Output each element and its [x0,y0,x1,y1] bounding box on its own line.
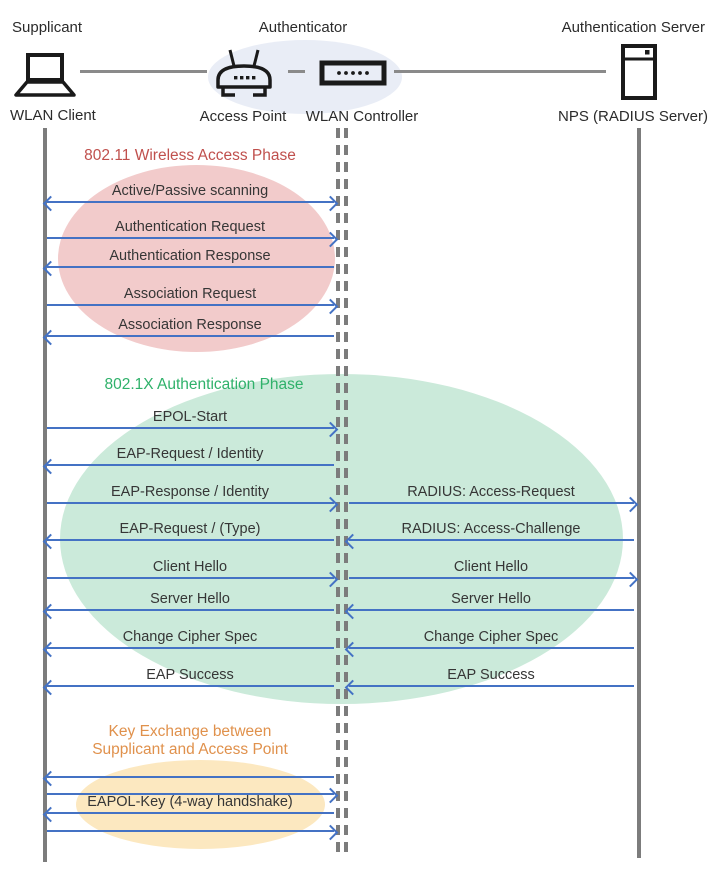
message-label: Client Hello [152,559,228,575]
message-arrow-left [42,679,334,695]
message-label: EAP Success [447,667,535,683]
message-arrow-left [344,603,634,619]
message-label: Change Cipher Spec [122,629,258,645]
message-arrow-right [349,571,639,587]
laptop-icon [14,53,76,97]
message-label: Authentication Response [109,248,271,264]
message-arrow-left [42,533,334,549]
role-label-authenticator: Authenticator [258,19,348,36]
message-arrow-left [344,679,634,695]
message-label: Association Request [123,286,257,302]
message-label: EAP Success [146,667,234,683]
message-label: Client Hello [453,559,529,575]
arrowhead-right-icon [622,571,639,587]
supplicant-lifeline [43,128,47,862]
message-label: Server Hello [451,591,531,607]
key-exchange-phase-ellipse [76,760,325,849]
message-arrow-both [42,195,339,211]
message-label: RADIUS: Access-Challenge [401,521,581,537]
message-label: Authentication Request [115,219,265,235]
message-arrow-right [349,496,639,512]
message-label: EAP-Request / (Type) [119,521,261,537]
message-arrow-right [47,824,339,840]
message-label: Change Cipher Spec [423,629,559,645]
message-arrow-right [47,298,339,314]
wireless-access-phase-ellipse [58,165,335,352]
phase-title-dot1x-authentication: 802.1X Authentication Phase [104,376,304,393]
message-label: EAP-Response / Identity [111,484,269,500]
message-arrow-right [47,231,339,247]
device-label-wlan-controller: WLAN Controller [305,108,419,125]
message-arrow-left [42,458,334,474]
role-label-auth-server: Authentication Server [561,19,705,36]
connector-line-controller-server [394,70,606,73]
access-point-icon [216,49,272,97]
message-label: RADIUS: Access-Request [407,484,575,500]
device-label-wlan-client: WLAN Client [10,107,96,124]
auth-server-lifeline [637,128,641,858]
authenticator-lifeline-left-dash [336,128,340,855]
message-arrow-left [344,533,634,549]
message-label: EAPOL-Key (4-way handshake) [87,794,293,810]
message-arrow-left [42,806,334,822]
phase-title-key-exchange-line2: Supplicant and Access Point [92,741,288,758]
connector-line-ap-controller [288,70,305,73]
phase-title-key-exchange: Key Exchange between Supplicant and Acce… [92,723,288,759]
phase-title-key-exchange-line1: Key Exchange between [108,723,272,740]
message-arrow-right [47,787,339,803]
role-label-supplicant: Supplicant [12,19,83,36]
message-label: Server Hello [150,591,230,607]
phase-title-wireless-access: 802.11 Wireless Access Phase [84,147,296,164]
message-label: Association Response [118,317,262,333]
message-arrow-left [42,260,334,276]
device-label-nps: NPS (RADIUS Server) [557,108,709,125]
authenticator-lifeline-right-dash [344,128,348,855]
message-arrow-left [344,641,634,657]
message-label: EAP-Request / Identity [116,446,264,462]
message-arrow-left [42,329,334,345]
message-arrow-right [47,421,339,437]
message-label: Active/Passive scanning [111,183,269,199]
message-arrow-right [47,496,339,512]
server-icon [621,44,657,100]
message-arrow-left [42,770,334,786]
arrowhead-right-icon [622,496,639,512]
device-label-access-point: Access Point [199,108,287,125]
wlan-controller-icon [319,60,387,86]
message-arrow-left [42,603,334,619]
message-arrow-right [47,571,339,587]
message-label: EPOL-Start [152,409,228,425]
message-arrow-left [42,641,334,657]
connector-line-client-ap [80,70,207,73]
